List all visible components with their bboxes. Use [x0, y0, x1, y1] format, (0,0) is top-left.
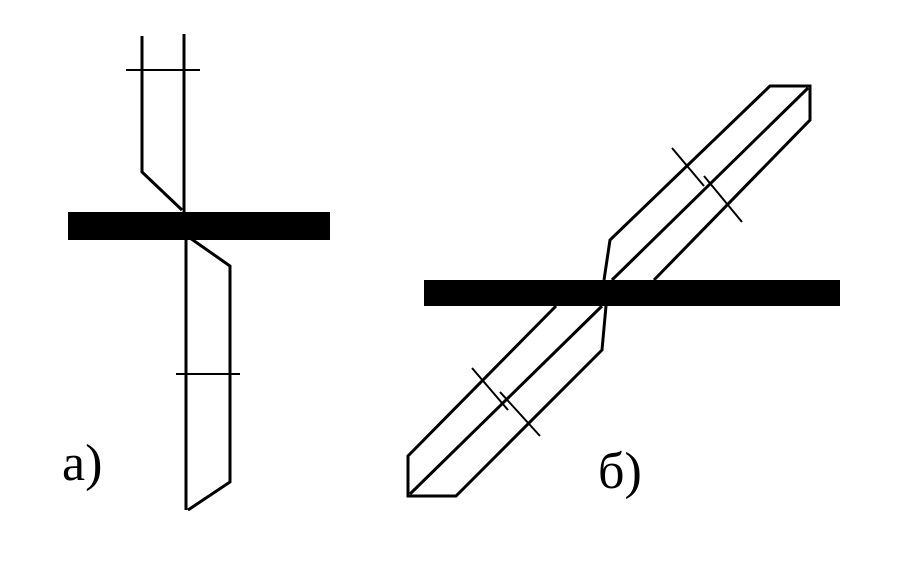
panel-b-label: б)	[598, 443, 642, 500]
panel-b-lower-break-mark-2	[499, 391, 541, 437]
panel-b-upper-break-mark-2	[703, 175, 743, 223]
panel-b-lower-outline	[406, 304, 608, 498]
panel-a-label: а)	[62, 435, 103, 492]
panel-a-bar	[68, 212, 330, 240]
panel-b-bar	[424, 280, 840, 306]
panel-a-drawing	[68, 34, 330, 512]
panel-b-upper-outline	[602, 84, 812, 282]
panel-a-upper-left-edge	[140, 36, 184, 212]
panel-b-upper-break-mark-1	[671, 147, 705, 187]
panel-b-lower-break-mark-1	[471, 367, 509, 411]
panel-b-drawing	[406, 84, 840, 498]
